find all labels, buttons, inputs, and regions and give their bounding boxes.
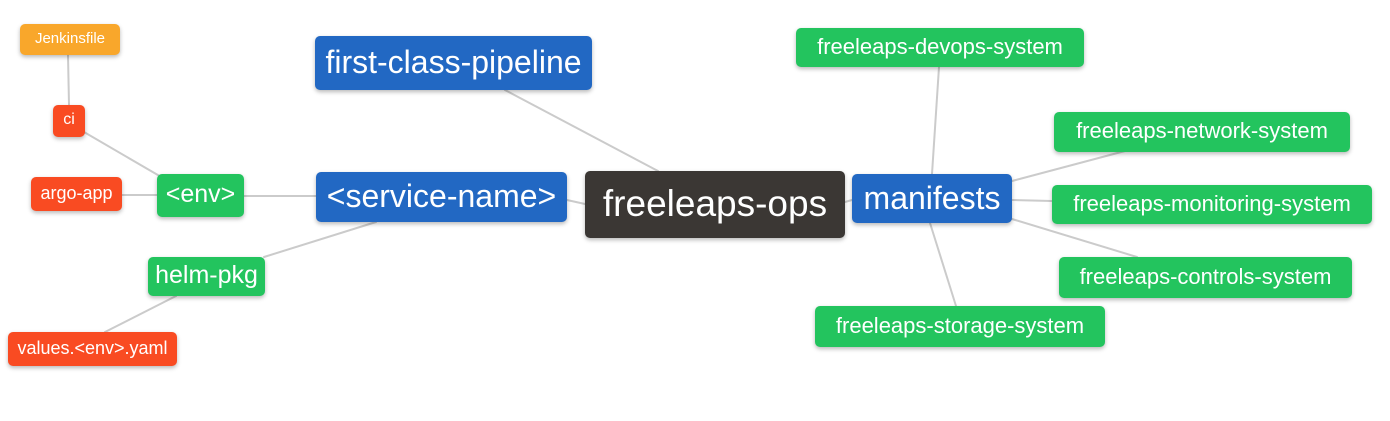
mindmap-node-freeleaps-controls-system[interactable]: freeleaps-controls-system: [1059, 257, 1352, 298]
mindmap-node-label: freeleaps-storage-system: [835, 312, 1085, 338]
mindmap-node-label: ci: [63, 111, 75, 128]
edge-jenkinsfile--ci: [67, 54, 70, 106]
edge-manifests--freeleaps-devops-system: [931, 66, 940, 175]
edge-ci--env: [83, 131, 164, 179]
mindmap-node-label: argo-app: [40, 183, 113, 203]
mindmap-node-helm-pkg[interactable]: helm-pkg: [148, 257, 265, 296]
mindmap-node-manifests[interactable]: manifests: [852, 174, 1012, 223]
mindmap-node-jenkinsfile[interactable]: Jenkinsfile: [20, 24, 120, 55]
mindmap-node-freeleaps-monitoring-system[interactable]: freeleaps-monitoring-system: [1052, 185, 1372, 224]
mindmap-node-env[interactable]: <env>: [157, 174, 244, 217]
mindmap-node-ci[interactable]: ci: [53, 105, 85, 137]
mindmap-node-argo-app[interactable]: argo-app: [31, 177, 122, 211]
mindmap-node-values-env-yaml[interactable]: values.<env>.yaml: [8, 332, 177, 366]
mindmap-node-label: values.<env>.yaml: [17, 338, 168, 358]
mindmap-node-first-class-pipeline[interactable]: first-class-pipeline: [315, 36, 592, 90]
mindmap-node-label: freeleaps-monitoring-system: [1073, 190, 1351, 216]
mindmap-node-freeleaps-storage-system[interactable]: freeleaps-storage-system: [815, 306, 1105, 347]
mindmap-node-service-name[interactable]: <service-name>: [316, 172, 567, 222]
mindmap-node-label: freeleaps-ops: [602, 183, 828, 224]
mindmap-node-label: freeleaps-controls-system: [1079, 263, 1332, 289]
edge-freeleaps-ops--manifests: [844, 199, 853, 203]
mindmap-node-freeleaps-network-system[interactable]: freeleaps-network-system: [1054, 112, 1350, 152]
mindmap-node-label: Jenkinsfile: [34, 30, 106, 47]
mindmap-node-label: freeleaps-devops-system: [817, 33, 1063, 59]
mindmap-node-freeleaps-ops[interactable]: freeleaps-ops: [585, 171, 845, 238]
edge-helm-pkg--values-env-yaml: [104, 295, 177, 333]
mindmap-node-label: first-class-pipeline: [325, 44, 582, 80]
mindmap-node-label: manifests: [863, 179, 1001, 216]
mindmap-node-label: freeleaps-network-system: [1076, 118, 1328, 143]
edge-manifests--freeleaps-monitoring-system: [1011, 199, 1053, 202]
mindmap-node-label: <service-name>: [326, 178, 557, 214]
edge-service-name--freeleaps-ops: [566, 199, 586, 205]
edge-manifests--freeleaps-controls-system: [1011, 218, 1138, 258]
mindmap-node-label: <env>: [165, 180, 236, 208]
edge-service-name--helm-pkg: [263, 221, 377, 258]
mindmap-node-label: helm-pkg: [155, 261, 258, 289]
edge-manifests--freeleaps-network-system: [1011, 150, 1126, 182]
edge-manifests--freeleaps-storage-system: [929, 222, 957, 307]
mindmap-node-freeleaps-devops-system[interactable]: freeleaps-devops-system: [796, 28, 1084, 67]
edge-first-class-pipeline--freeleaps-ops: [504, 89, 659, 172]
